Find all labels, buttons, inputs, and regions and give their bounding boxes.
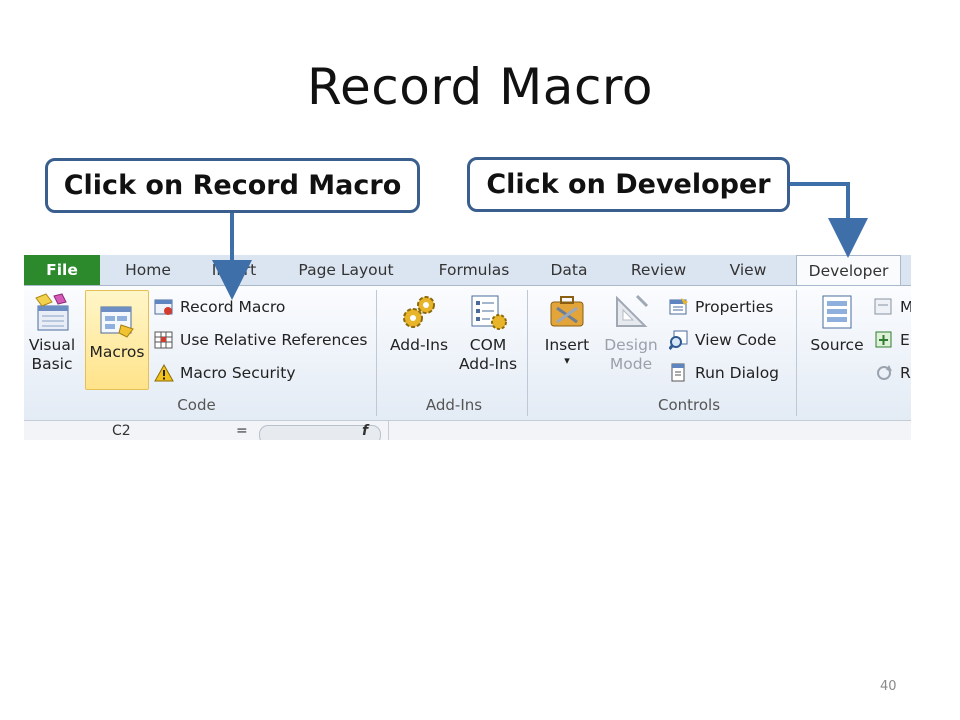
group-label-controls: Controls — [657, 396, 721, 414]
group-separator — [527, 290, 528, 416]
formula-controls — [259, 425, 381, 440]
gear-icon — [399, 292, 439, 332]
toolbox-icon — [547, 292, 587, 332]
insert-controls-button[interactable]: Insert ▾ — [537, 292, 597, 367]
xml-expansion-packs-button[interactable]: E — [874, 327, 910, 353]
source-button[interactable]: Source — [806, 292, 868, 355]
callout-developer: Click on Developer — [467, 157, 790, 212]
xml-source-icon — [817, 292, 857, 332]
map-properties-icon — [874, 297, 894, 317]
expansion-packs-icon — [874, 330, 894, 350]
tab-page-layout[interactable]: Page Layout — [298, 261, 394, 279]
run-dialog-button[interactable]: Run Dialog — [669, 360, 779, 386]
name-box[interactable]: C2 — [112, 423, 131, 439]
macros-button[interactable]: Macros — [85, 290, 149, 390]
tab-review[interactable]: Review — [630, 261, 687, 279]
run-dialog-icon — [669, 363, 689, 383]
page-number: 40 — [880, 679, 897, 694]
view-code-button[interactable]: View Code — [668, 327, 776, 353]
group-label-code: Code — [177, 396, 216, 414]
ribbon-body: Visual Basic Macros Record Macro — [24, 285, 911, 421]
excel-ribbon: File Home Insert Page Layout Formulas Da… — [24, 255, 911, 440]
tab-insert[interactable]: Insert — [211, 261, 257, 279]
refresh-icon — [874, 363, 894, 383]
chevron-down-icon: ▾ — [564, 354, 570, 367]
slide-title: Record Macro — [307, 58, 653, 116]
group-separator — [376, 290, 377, 416]
visual-basic-icon — [32, 292, 72, 332]
properties-icon — [669, 297, 689, 317]
addins-button[interactable]: Add-Ins — [386, 292, 452, 355]
equals-sign: = — [236, 423, 248, 439]
visual-basic-button[interactable]: Visual Basic — [26, 292, 78, 374]
xml-refresh-data-button[interactable]: R — [874, 360, 911, 386]
group-separator — [796, 290, 797, 416]
fx-icon[interactable]: f — [362, 423, 369, 439]
record-macro-icon — [154, 297, 174, 317]
properties-button[interactable]: Properties — [669, 294, 773, 320]
com-addins-icon — [468, 292, 508, 332]
tab-view[interactable]: View — [729, 261, 767, 279]
macros-icon — [97, 299, 137, 339]
arrow-to-developer — [790, 182, 868, 258]
record-macro-button[interactable]: Record Macro — [154, 294, 285, 320]
design-mode-button[interactable]: Design Mode — [600, 292, 662, 374]
ribbon-tab-bar: File Home Insert Page Layout Formulas Da… — [24, 255, 911, 286]
macro-security-button[interactable]: Macro Security — [154, 360, 296, 386]
tab-formulas[interactable]: Formulas — [438, 261, 510, 279]
xml-map-properties-button[interactable]: M — [874, 294, 911, 320]
tab-file[interactable]: File — [24, 255, 100, 285]
com-addins-button[interactable]: COM Add-Ins — [456, 292, 520, 374]
magnifier-icon — [668, 330, 689, 350]
tab-home[interactable]: Home — [125, 261, 171, 279]
group-label-addins: Add-Ins — [425, 396, 483, 414]
warning-icon — [154, 363, 174, 383]
relative-references-icon — [154, 330, 174, 350]
callout-record-macro: Click on Record Macro — [45, 158, 420, 213]
tab-data[interactable]: Data — [550, 261, 588, 279]
use-relative-references-button[interactable]: Use Relative References — [154, 327, 367, 353]
formula-bar: C2 = f — [24, 420, 911, 440]
tab-developer[interactable]: Developer — [796, 255, 901, 286]
formula-divider — [388, 421, 389, 440]
design-mode-icon — [611, 292, 651, 332]
